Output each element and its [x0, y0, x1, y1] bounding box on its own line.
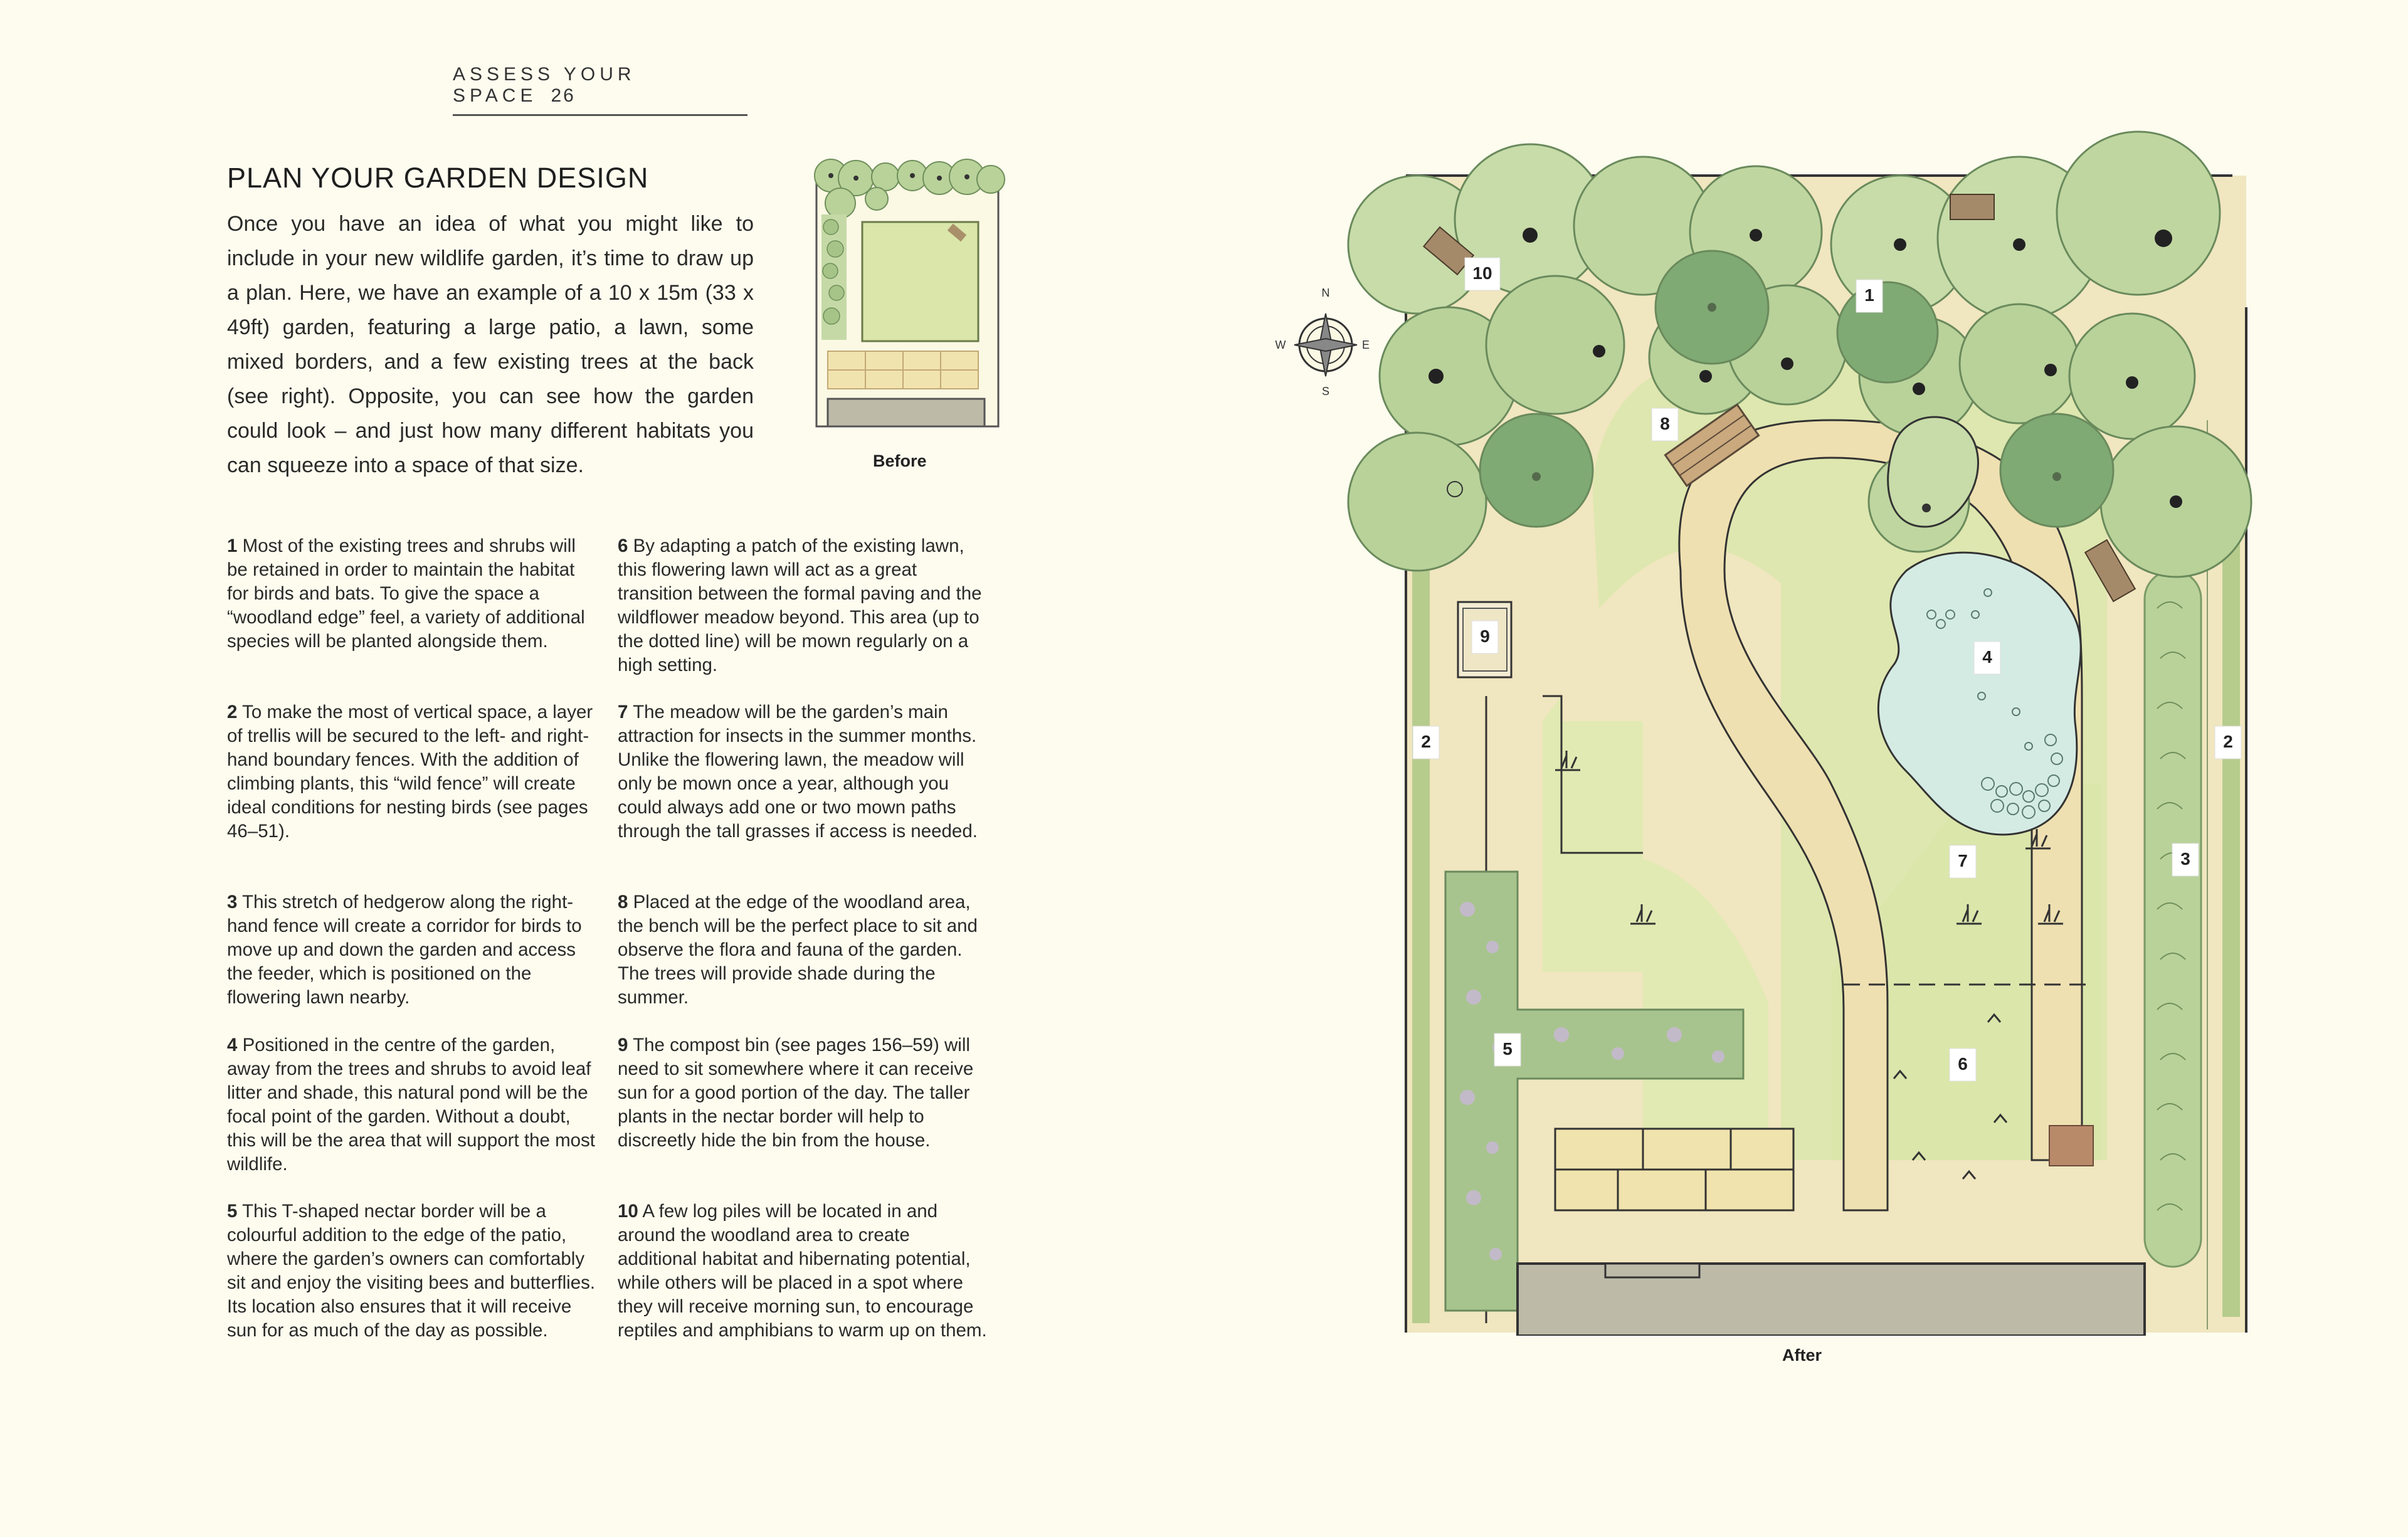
note-9: 9 The compost bin (see pages 156–59) wil… [618, 1033, 988, 1153]
after-caption: After [1782, 1346, 1822, 1365]
note-10: 10 A few log piles will be located in an… [618, 1200, 988, 1343]
page-number: 26 [551, 85, 576, 106]
note-text: The compost bin (see pages 156–59) will … [618, 1035, 974, 1151]
after-plan-drawing: N S E W 1 2 2 3 4 5 6 7 8 9 [1275, 130, 2252, 1337]
note-text: Positioned in the centre of the garden, … [227, 1035, 596, 1175]
note-text: By adapting a patch of the existing lawn… [618, 536, 982, 675]
before-caption: Before [873, 452, 927, 470]
label-4: 4 [1982, 647, 1992, 667]
note-text: Most of the existing trees and shrubs wi… [227, 536, 585, 652]
compass-west: W [1275, 339, 1286, 351]
note-8: 8 Placed at the edge of the woodland are… [618, 890, 988, 1010]
note-5: 5 This T-shaped nectar border will be a … [227, 1200, 597, 1343]
compass-south: S [1322, 385, 1329, 398]
note-number: 6 [618, 536, 628, 556]
label-6: 6 [1958, 1054, 1968, 1074]
label-1: 1 [1864, 285, 1874, 305]
note-text: The meadow will be the garden’s main att… [618, 702, 978, 842]
label-7: 7 [1958, 851, 1968, 870]
label-3: 3 [2180, 849, 2190, 869]
note-2: 2 To make the most of vertical space, a … [227, 700, 597, 843]
note-text: This T-shaped nectar border will be a co… [227, 1201, 596, 1341]
label-5: 5 [1502, 1039, 1513, 1059]
label-2-left: 2 [1421, 732, 1431, 751]
section-title: ASSESS YOUR SPACE [453, 64, 636, 106]
note-6: 6 By adapting a patch of the existing la… [618, 534, 988, 677]
note-number: 7 [618, 702, 628, 722]
note-number: 2 [227, 702, 238, 722]
note-number: 1 [227, 536, 238, 556]
compass-east: E [1362, 339, 1370, 351]
page-title: PLAN YOUR GARDEN DESIGN [227, 162, 649, 194]
note-number: 10 [618, 1201, 638, 1222]
label-9: 9 [1480, 626, 1490, 646]
intro-paragraph: Once you have an idea of what you might … [227, 212, 754, 477]
before-plan-drawing [814, 159, 1005, 428]
note-number: 5 [227, 1201, 238, 1222]
before-plan: Before [803, 152, 1010, 470]
compass-rose: N S E W [1275, 287, 1370, 398]
note-text: This stretch of hedgerow along the right… [227, 892, 582, 1008]
note-3: 3 This stretch of hedgerow along the rig… [227, 890, 597, 1010]
note-number: 8 [618, 892, 628, 912]
label-10: 10 [1472, 263, 1492, 283]
note-1: 1 Most of the existing trees and shrubs … [227, 534, 597, 653]
note-text: A few log piles will be located in and a… [618, 1201, 987, 1341]
note-text: To make the most of vertical space, a la… [227, 702, 593, 842]
label-2-right: 2 [2223, 732, 2233, 751]
note-number: 4 [227, 1035, 238, 1055]
compass-north: N [1322, 287, 1330, 299]
note-7: 7 The meadow will be the garden’s main a… [618, 700, 988, 843]
after-plan: N S E W 1 2 2 3 4 5 6 7 8 9 [1267, 94, 2283, 1337]
note-number: 9 [618, 1035, 628, 1055]
note-4: 4 Positioned in the centre of the garden… [227, 1033, 597, 1176]
note-number: 3 [227, 892, 238, 912]
label-8: 8 [1660, 414, 1670, 433]
note-text: Placed at the edge of the woodland area,… [618, 892, 978, 1008]
